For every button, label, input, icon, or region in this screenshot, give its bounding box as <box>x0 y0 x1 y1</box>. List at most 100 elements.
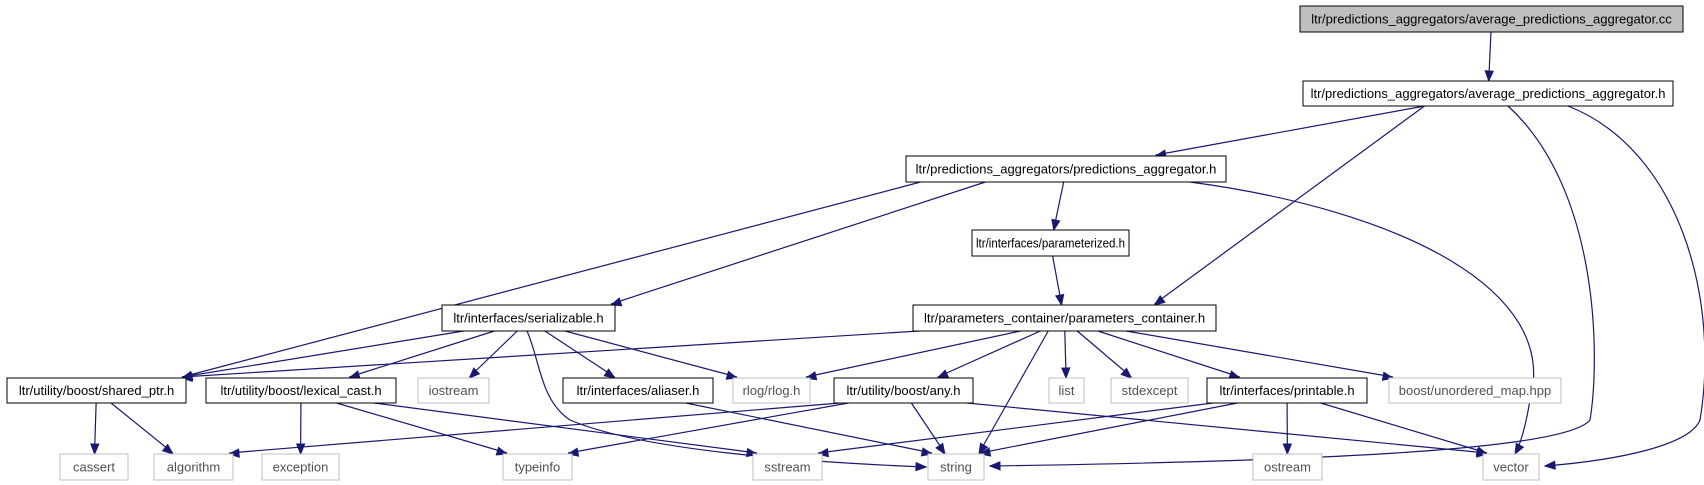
edge-pred_h-to-param_h-arrowhead <box>1051 218 1061 232</box>
node-iostream[interactable]: iostream <box>417 377 490 404</box>
edge-param_h-to-pc_h <box>1052 255 1065 307</box>
node-cassert-box <box>59 453 129 481</box>
edge-avg_h-to-vector-arrowhead <box>1543 460 1556 470</box>
node-any-h[interactable]: ltr/utility/boost/any.h <box>833 377 974 404</box>
edge-pc_h-to-string-arrowhead <box>978 442 989 456</box>
node-avg-cc-box <box>1299 5 1684 33</box>
node-list-box <box>1048 377 1085 404</box>
node-alias-h-box <box>562 377 714 404</box>
node-exception[interactable]: exception <box>261 453 340 481</box>
edge-any_h-to-typeinfo <box>566 402 849 457</box>
node-vector[interactable]: vector <box>1482 453 1540 481</box>
node-string[interactable]: string <box>927 453 985 481</box>
edge-pred_h-to-vector <box>1189 181 1535 456</box>
edge-any_h-to-string-arrowhead <box>935 442 946 456</box>
edge-any_h-to-vector-line <box>966 402 1488 454</box>
edge-avg_h-to-vector <box>1543 105 1704 470</box>
edge-pc_h-to-rlog-line <box>805 330 1021 378</box>
node-sp-h[interactable]: ltr/utility/boost/shared_ptr.h <box>6 377 187 404</box>
edge-pc_h-to-any_h-arrowhead <box>936 369 950 379</box>
edge-avg_h-to-pc_h <box>1153 105 1425 306</box>
edge-print_h-to-string-line <box>979 402 1238 454</box>
node-algorithm[interactable]: algorithm <box>153 453 234 481</box>
edge-print_h-to-sstream <box>816 402 1214 458</box>
edge-lc_h-to-sstream <box>373 402 759 458</box>
edge-print_h-to-string <box>978 402 1238 457</box>
edge-ser_h-to-alias_h <box>544 330 616 379</box>
node-avg-cc[interactable]: ltr/predictions_aggregators/average_pred… <box>1299 5 1684 33</box>
nodes-layer: ltr/predictions_aggregators/average_pred… <box>6 5 1684 481</box>
node-vector-label: vector <box>1493 460 1529 475</box>
node-rlog-label: rlog/rlog.h <box>743 383 801 398</box>
node-cassert[interactable]: cassert <box>59 453 129 481</box>
node-alias-h[interactable]: ltr/interfaces/aliaser.h <box>562 377 714 404</box>
edge-sp_h-to-cassert <box>90 402 100 456</box>
node-alias-h-label: ltr/interfaces/aliaser.h <box>577 383 700 398</box>
node-typeinfo[interactable]: typeinfo <box>502 453 573 481</box>
edge-ser_h-to-iostream-arrowhead <box>468 367 481 379</box>
node-lc-h-label: ltr/utility/boost/lexical_cast.h <box>220 383 381 398</box>
node-pred-h-box <box>905 155 1227 183</box>
node-rlog[interactable]: rlog/rlog.h <box>732 377 811 404</box>
edge-ser_h-to-lc_h-line <box>349 330 495 378</box>
node-lc-h[interactable]: ltr/utility/boost/lexical_cast.h <box>205 377 397 404</box>
node-string-box <box>927 453 985 481</box>
node-print-h-label: ltr/interfaces/printable.h <box>1219 383 1354 398</box>
edge-avg_h-to-string-arrowhead <box>988 461 1001 471</box>
node-stdexcept[interactable]: stdexcept <box>1110 377 1189 404</box>
edge-sp_h-to-algorithm <box>110 402 174 455</box>
node-avg-h-box <box>1302 80 1674 107</box>
edge-pc_h-to-stdexcept-line <box>1076 330 1132 378</box>
node-sstream[interactable]: sstream <box>752 453 823 481</box>
node-pred-h-label: ltr/predictions_aggregators/predictions_… <box>916 162 1217 177</box>
edge-param_h-to-pc_h-arrowhead <box>1054 293 1065 307</box>
node-param-h-label: ltr/interfaces/parameterized.h <box>976 236 1125 251</box>
node-pred-h[interactable]: ltr/predictions_aggregators/predictions_… <box>905 155 1227 183</box>
node-string-label: string <box>940 460 972 475</box>
node-ser-h[interactable]: ltr/interfaces/serializable.h <box>441 304 616 332</box>
edge-avg_h-to-vector-line <box>1544 105 1704 467</box>
node-print-h-box <box>1206 377 1368 404</box>
edge-pred_h-to-ser_h-arrowhead <box>609 297 623 307</box>
node-list[interactable]: list <box>1048 377 1085 404</box>
node-ostream[interactable]: ostream <box>1252 453 1323 481</box>
node-avg-h-label: ltr/predictions_aggregators/average_pred… <box>1311 86 1666 101</box>
edge-pc_h-to-list-arrowhead <box>1061 367 1071 380</box>
edge-avg_h-to-pred_h <box>1154 105 1425 159</box>
edge-lc_h-to-sstream-arrowhead <box>745 447 759 458</box>
node-exception-label: exception <box>273 460 329 475</box>
edge-pc_h-to-string-line <box>978 330 1049 454</box>
node-umap[interactable]: boost/unordered_map.hpp <box>1388 377 1562 404</box>
edge-pred_h-to-vector-line <box>1189 181 1535 455</box>
edge-any_h-to-typeinfo-line <box>567 402 849 454</box>
node-avg-h[interactable]: ltr/predictions_aggregators/average_pred… <box>1302 80 1674 107</box>
edge-sp_h-to-cassert-arrowhead <box>90 443 100 456</box>
node-rlog-box <box>732 377 811 404</box>
edge-sp_h-to-algorithm-arrowhead <box>161 443 174 455</box>
node-param-h[interactable]: ltr/interfaces/parameterized.h <box>971 229 1130 257</box>
edge-ser_h-to-alias_h-arrowhead <box>603 368 616 379</box>
edge-pred_h-to-ser_h <box>609 181 986 307</box>
edge-ser_h-to-alias_h-line <box>544 330 616 378</box>
node-algorithm-box <box>153 453 234 481</box>
edge-lc_h-to-typeinfo <box>336 402 509 456</box>
edge-pc_h-to-umap <box>1125 330 1395 381</box>
edge-avg_h-to-pc_h-line <box>1154 105 1425 305</box>
node-umap-box <box>1388 377 1562 404</box>
edge-pc_h-to-any_h-line <box>937 330 1041 378</box>
node-sstream-label: sstream <box>764 460 810 475</box>
node-stdexcept-label: stdexcept <box>1122 383 1178 398</box>
edge-print_h-to-ostream <box>1282 402 1293 456</box>
edge-pc_h-to-sp_h <box>180 330 920 383</box>
edge-pc_h-to-stdexcept-arrowhead <box>1120 367 1133 379</box>
edge-ser_h-to-sp_h-line <box>181 330 464 378</box>
node-sp-h-label: ltr/utility/boost/shared_ptr.h <box>19 383 174 398</box>
node-ostream-label: ostream <box>1264 460 1311 475</box>
node-any-h-label: ltr/utility/boost/any.h <box>847 383 961 398</box>
edge-pc_h-to-sp_h-arrowhead <box>180 372 193 383</box>
edge-pred_h-to-param_h <box>1051 181 1065 232</box>
edge-pc_h-to-string <box>978 330 1049 456</box>
node-print-h[interactable]: ltr/interfaces/printable.h <box>1206 377 1368 404</box>
node-pc-h[interactable]: ltr/parameters_container/parameters_cont… <box>912 304 1217 332</box>
